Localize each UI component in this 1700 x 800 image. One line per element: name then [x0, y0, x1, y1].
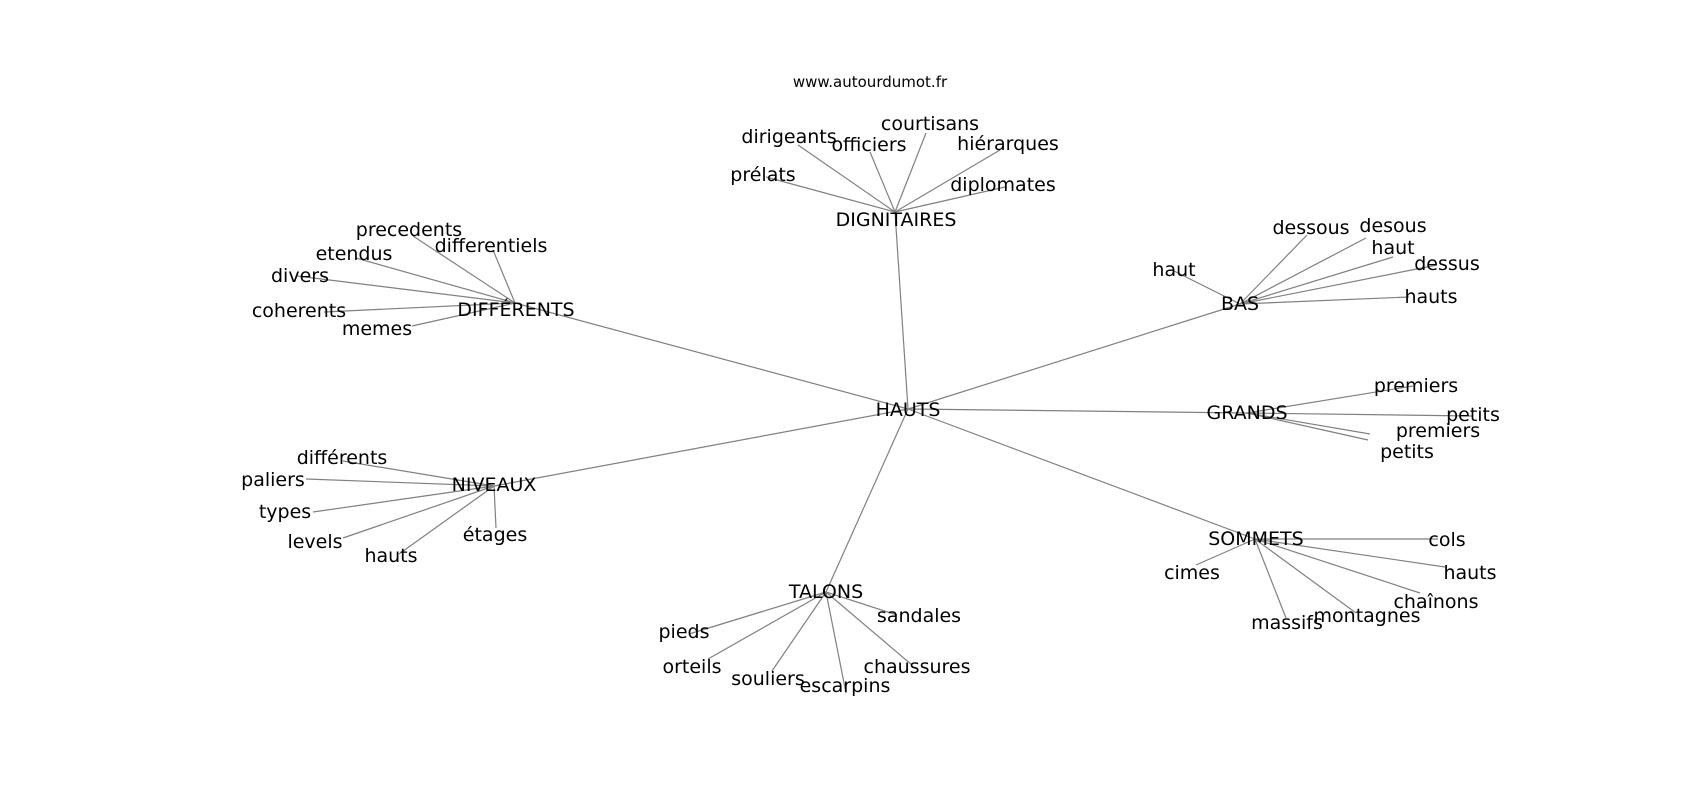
- edge-hub-to-leaf: [1171, 269, 1241, 305]
- edge-hub-to-leaf: [355, 257, 516, 304]
- hub-node: TALONS: [788, 581, 863, 603]
- leaf-node: souliers: [731, 668, 805, 690]
- leaf-node: differentiels: [435, 235, 548, 257]
- edge-center-to-hub: [493, 408, 909, 487]
- leaf-node: hauts: [364, 545, 417, 567]
- edge-center-to-hub: [514, 302, 909, 410]
- hub-node: DIGNITAIRES: [836, 209, 957, 231]
- edge-hub-to-leaf: [825, 591, 913, 666]
- leaf-node: étages: [463, 524, 527, 546]
- nodes-layer: DIGNITAIRES dirigeants courtisansofficiers…: [241, 113, 1500, 697]
- edge-hub-to-leaf: [1239, 256, 1394, 305]
- leaf-node: cols: [1428, 529, 1465, 551]
- edge-hub-to-leaf: [323, 302, 516, 313]
- leaf-node: haut: [1152, 259, 1195, 281]
- edge-hub-to-leaf: [398, 485, 495, 555]
- leaf-node: hauts: [1443, 562, 1496, 584]
- leaf-node: cimes: [1164, 562, 1220, 584]
- edge-center-to-hub: [907, 408, 1256, 540]
- edge-center-to-hub: [894, 211, 909, 410]
- leaf-node: diplomates: [950, 174, 1056, 196]
- leaf-node: chaussures: [864, 656, 971, 678]
- leaf-node: haut: [1371, 237, 1414, 259]
- edge-hub-to-leaf: [869, 151, 896, 213]
- center-node: HAUTS: [876, 399, 941, 421]
- leaf-node: petits: [1446, 404, 1500, 426]
- edge-hub-to-leaf: [1246, 385, 1414, 414]
- edge-hub-to-leaf: [342, 485, 495, 539]
- leaf-node: memes: [342, 318, 412, 340]
- hub-node: DIFFÉRENTS: [457, 298, 574, 321]
- edge-center-to-hub: [825, 408, 909, 593]
- edge-hub-to-leaf: [493, 485, 497, 529]
- edge-hub-to-leaf: [771, 591, 827, 672]
- leaf-node: precedents: [356, 219, 462, 241]
- edge-hub-to-leaf: [312, 485, 495, 513]
- edge-hub-to-leaf: [1254, 538, 1446, 568]
- edge-hub-to-leaf: [707, 591, 827, 660]
- edge-hub-to-leaf: [1239, 264, 1438, 305]
- hub-node: SOMMETS: [1208, 528, 1303, 550]
- edge-hub-to-leaf: [894, 186, 1006, 213]
- edge-hub-to-leaf: [1246, 412, 1371, 435]
- leaf-node: hiérarques: [957, 133, 1059, 155]
- edge-hub-to-leaf: [1239, 237, 1367, 305]
- leaf-node: escarpins: [800, 675, 891, 697]
- edge-hub-to-leaf: [1246, 412, 1369, 441]
- leaf-node: hauts: [1404, 286, 1457, 308]
- edge-hub-to-leaf: [765, 176, 896, 213]
- hub-node: NIVEAUX: [452, 474, 537, 496]
- leaf-node: premiers: [1396, 420, 1480, 442]
- leaf-node: etendus: [316, 243, 393, 265]
- leaf-node: massifs: [1251, 612, 1323, 634]
- hub-node: BAS: [1221, 293, 1259, 315]
- edge-hub-to-leaf: [894, 149, 1001, 213]
- edge-hub-to-leaf: [411, 302, 516, 327]
- leaf-node: orteils: [662, 656, 721, 678]
- leaf-node: dirigeants: [741, 126, 836, 148]
- leaf-node: petits: [1380, 441, 1434, 463]
- edge-hub-to-leaf: [305, 478, 495, 487]
- leaf-node: sandales: [877, 605, 961, 627]
- leaf-node: coherents: [252, 300, 346, 322]
- source-label: www.autourdumot.fr: [793, 73, 948, 91]
- leaf-node: prélats: [730, 164, 795, 186]
- leaf-node: courtisans: [881, 113, 979, 135]
- edge-center-to-hub: [907, 303, 1241, 410]
- edge-hub-to-leaf: [1246, 412, 1473, 417]
- edge-hub-to-leaf: [1239, 234, 1308, 305]
- edge-hub-to-leaf: [342, 460, 495, 487]
- leaf-node: paliers: [241, 469, 305, 491]
- leaf-node: levels: [287, 531, 342, 553]
- edge-hub-to-leaf: [296, 275, 516, 304]
- hub-node: GRANDS: [1206, 402, 1287, 424]
- leaf-node: divers: [271, 265, 329, 287]
- leaf-node: montagnes: [1314, 605, 1421, 627]
- edges-layer: [296, 132, 1473, 694]
- edge-hub-to-leaf: [894, 132, 927, 213]
- leaf-node: chaînons: [1393, 591, 1478, 613]
- edge-hub-to-leaf: [825, 591, 847, 694]
- edge-hub-to-leaf: [412, 235, 516, 304]
- leaf-node: dessous: [1272, 217, 1349, 239]
- edge-hub-to-leaf: [825, 591, 898, 616]
- edge-hub-to-leaf: [1195, 538, 1256, 566]
- leaf-node: différents: [297, 447, 388, 469]
- edge-hub-to-leaf: [688, 591, 827, 635]
- edge-hub-to-leaf: [1239, 296, 1410, 305]
- leaf-node: pieds: [659, 621, 710, 643]
- leaf-node: dessus: [1414, 253, 1480, 275]
- edge-hub-to-leaf: [797, 144, 896, 213]
- leaf-node: types: [259, 501, 311, 523]
- edge-center-to-hub: [907, 408, 1248, 414]
- edge-hub-to-leaf: [1254, 538, 1357, 614]
- edge-hub-to-leaf: [1254, 538, 1421, 594]
- edge-hub-to-leaf: [1254, 538, 1287, 619]
- edge-hub-to-leaf: [492, 249, 516, 304]
- leaf-node: premiers: [1374, 375, 1458, 397]
- leaf-node: desous: [1359, 215, 1426, 237]
- leaf-node: officiers: [831, 134, 906, 156]
